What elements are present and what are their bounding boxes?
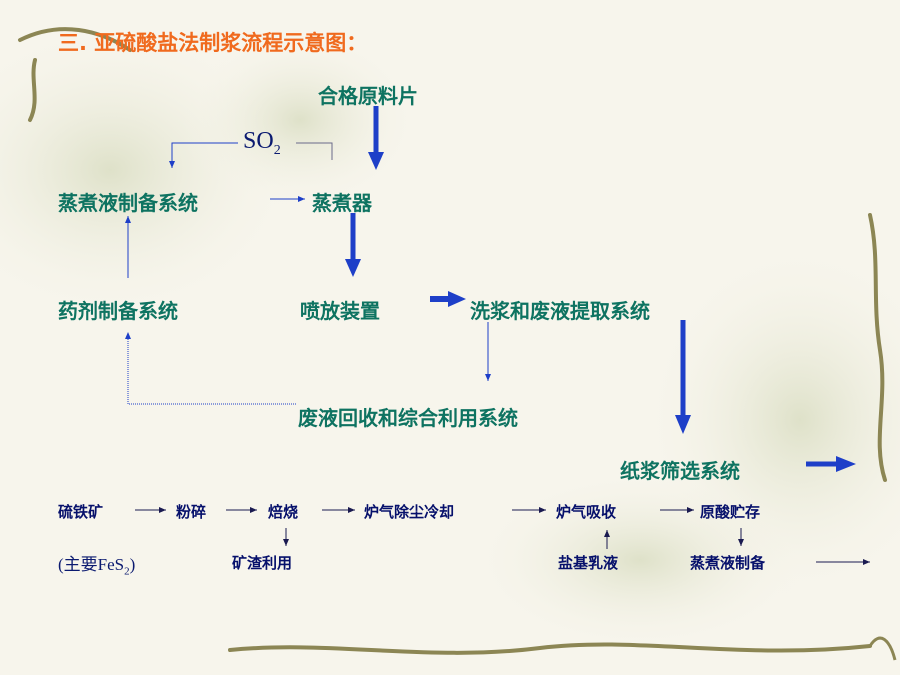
so2-line-right: [296, 142, 333, 160]
node-washing-extraction: 洗浆和废液提取系统: [470, 299, 650, 323]
so2-line-left: [169, 142, 238, 168]
ore-note: (主要FeS2): [58, 550, 135, 577]
vine-right: [868, 213, 887, 482]
node-digester: 蒸煮器: [312, 191, 372, 215]
arrow-blow-to-washing: [430, 291, 466, 307]
step-roasting: 焙烧: [268, 503, 299, 521]
ore-note-prefix: (主要FeS: [58, 555, 125, 574]
node-raw-chips: 合格原料片: [318, 84, 418, 108]
node-so2: SO2: [243, 128, 281, 159]
step-acid-storage: 原酸贮存: [700, 503, 761, 521]
base-emulsion: 盐基乳液: [558, 554, 619, 572]
arrow-washing-to-screening: [675, 320, 691, 434]
vine-top-left: [18, 27, 132, 122]
arrow-digester-to-blow: [345, 213, 361, 277]
so2-base: SO: [243, 128, 274, 154]
node-chemical-prep-system: 药剂制备系统: [58, 299, 178, 323]
step-crushing: 粉碎: [176, 503, 207, 521]
ore-note-subscript: 2: [124, 565, 130, 578]
node-waste-recovery: 废液回收和综合利用系统: [298, 406, 518, 430]
node-screening-system: 纸浆筛选系统: [620, 459, 740, 483]
step-ore: 硫铁矿: [58, 503, 104, 521]
arrow-screening-out: [806, 456, 856, 472]
vine-bottom: [228, 642, 872, 655]
step-gas-cooling: 炉气除尘冷却: [364, 503, 455, 521]
so2-subscript: 2: [273, 142, 281, 158]
slide-title: 三. 亚硫酸盐法制浆流程示意图：: [58, 31, 368, 55]
slag-utilization: 矿渣利用: [232, 554, 293, 572]
flower-blob-bottom: [470, 470, 810, 650]
vine-bottom-curl: [868, 636, 897, 661]
arrow-recovery-to-chemical: [125, 332, 296, 405]
node-cooking-liquor-system: 蒸煮液制备系统: [58, 191, 198, 215]
node-blow-device: 喷放装置: [300, 299, 380, 323]
step-gas-absorption: 炉气吸收: [556, 503, 617, 521]
ore-note-suffix: ): [129, 555, 136, 574]
flower-blob-top: [180, 30, 420, 210]
liquor-prep: 蒸煮液制备: [690, 554, 766, 572]
arrow-chips-to-digester: [368, 106, 384, 170]
